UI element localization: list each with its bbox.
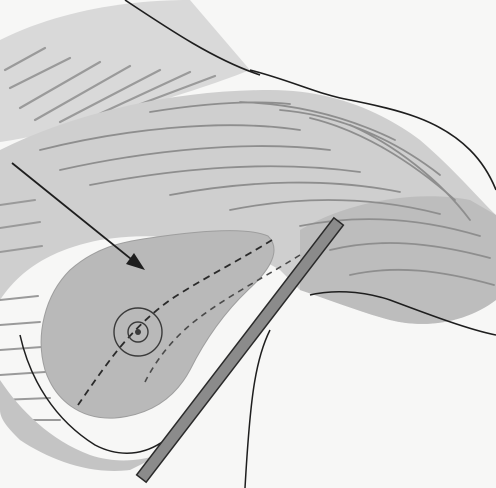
- arm-contour: [245, 330, 270, 488]
- nipple: [135, 329, 141, 335]
